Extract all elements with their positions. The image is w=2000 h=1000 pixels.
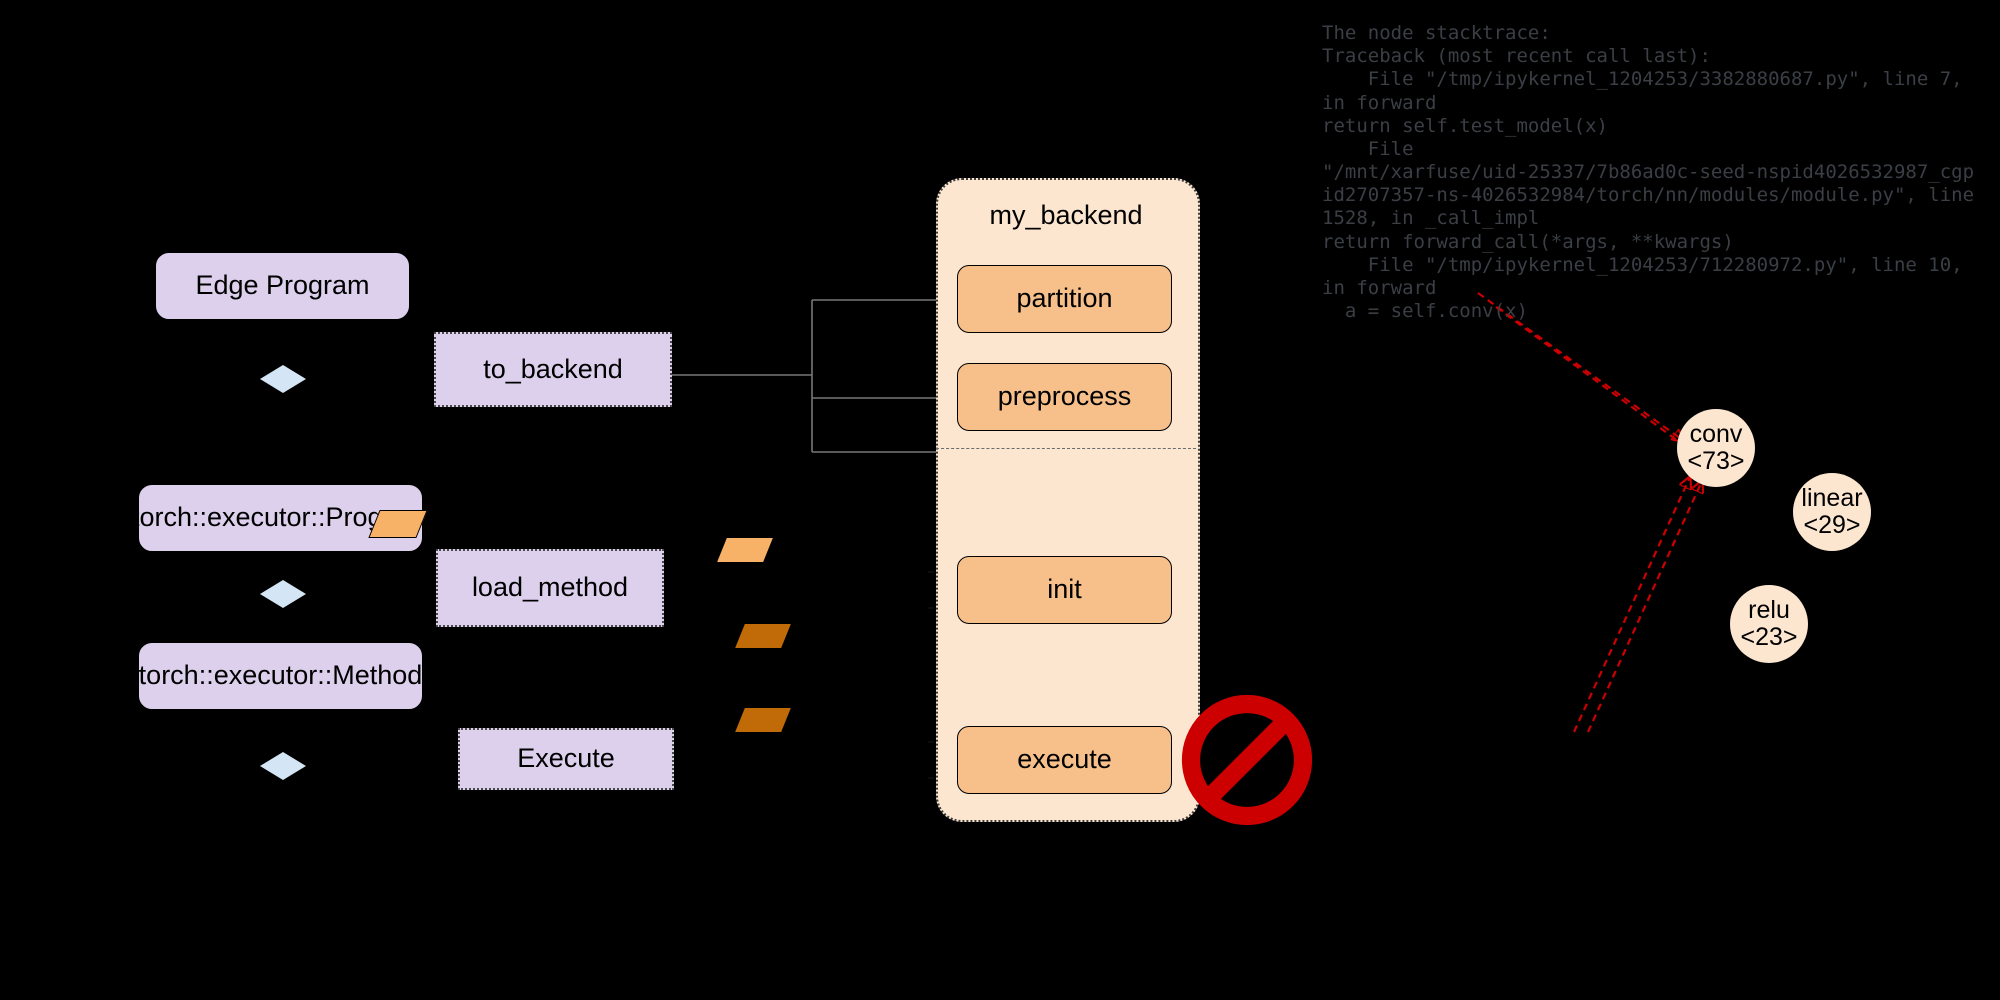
flow-diamond-2: [260, 580, 306, 608]
backend-method-partition[interactable]: partition: [957, 265, 1172, 333]
graph-node-conv-name: conv: [1689, 419, 1743, 448]
node-executor-method-label: torch::executor::Method: [138, 660, 423, 691]
backend-title: my_backend: [989, 200, 1143, 230]
artifact-parallelogram-dark-2: [735, 708, 791, 732]
backend-method-partition-label: partition: [1016, 283, 1113, 314]
graph-node-conv[interactable]: conv <73>: [1677, 409, 1755, 487]
graph-node-linear-name: linear: [1801, 483, 1863, 512]
stacktrace-text: The node stacktrace: Traceback (most rec…: [1322, 22, 1975, 323]
graph-node-linear[interactable]: linear <29>: [1793, 473, 1871, 551]
node-edge-program[interactable]: Edge Program: [155, 252, 410, 320]
prohibition-icon: [1177, 690, 1317, 830]
backend-method-preprocess-label: preprocess: [997, 381, 1132, 412]
backend-method-init-label: init: [1047, 574, 1082, 605]
graph-node-linear-id: <29>: [1803, 511, 1861, 539]
node-load-method-label: load_method: [471, 572, 629, 603]
node-edge-program-label: Edge Program: [195, 270, 370, 301]
flow-diamond-1: [260, 365, 306, 393]
backend-section-divider: [936, 448, 1196, 449]
error-arrows: [1477, 292, 1702, 733]
node-to-backend-label: to_backend: [483, 353, 623, 384]
backend-method-preprocess[interactable]: preprocess: [957, 363, 1172, 431]
node-to-backend[interactable]: to_backend: [434, 332, 672, 407]
node-load-method[interactable]: load_method: [436, 549, 664, 627]
node-executor-program[interactable]: torch::executor::Program: [132, 484, 429, 552]
to-backend-connectors: [670, 294, 952, 458]
node-execute[interactable]: Execute: [458, 728, 674, 790]
backend-method-init[interactable]: init: [957, 556, 1172, 624]
artifact-parallelogram-dark-1: [735, 624, 791, 648]
graph-node-conv-id: <73>: [1687, 447, 1745, 475]
node-executor-method[interactable]: torch::executor::Method: [138, 642, 423, 710]
backend-method-execute-label: execute: [1017, 744, 1112, 775]
graph-node-relu-name: relu: [1748, 595, 1790, 624]
node-execute-label: Execute: [517, 743, 615, 774]
artifact-parallelogram-light: [717, 538, 773, 562]
flow-diamond-3: [260, 752, 306, 780]
backend-method-execute[interactable]: execute: [957, 726, 1172, 794]
graph-node-relu-id: <23>: [1740, 623, 1798, 651]
graph-node-relu[interactable]: relu <23>: [1730, 585, 1808, 663]
